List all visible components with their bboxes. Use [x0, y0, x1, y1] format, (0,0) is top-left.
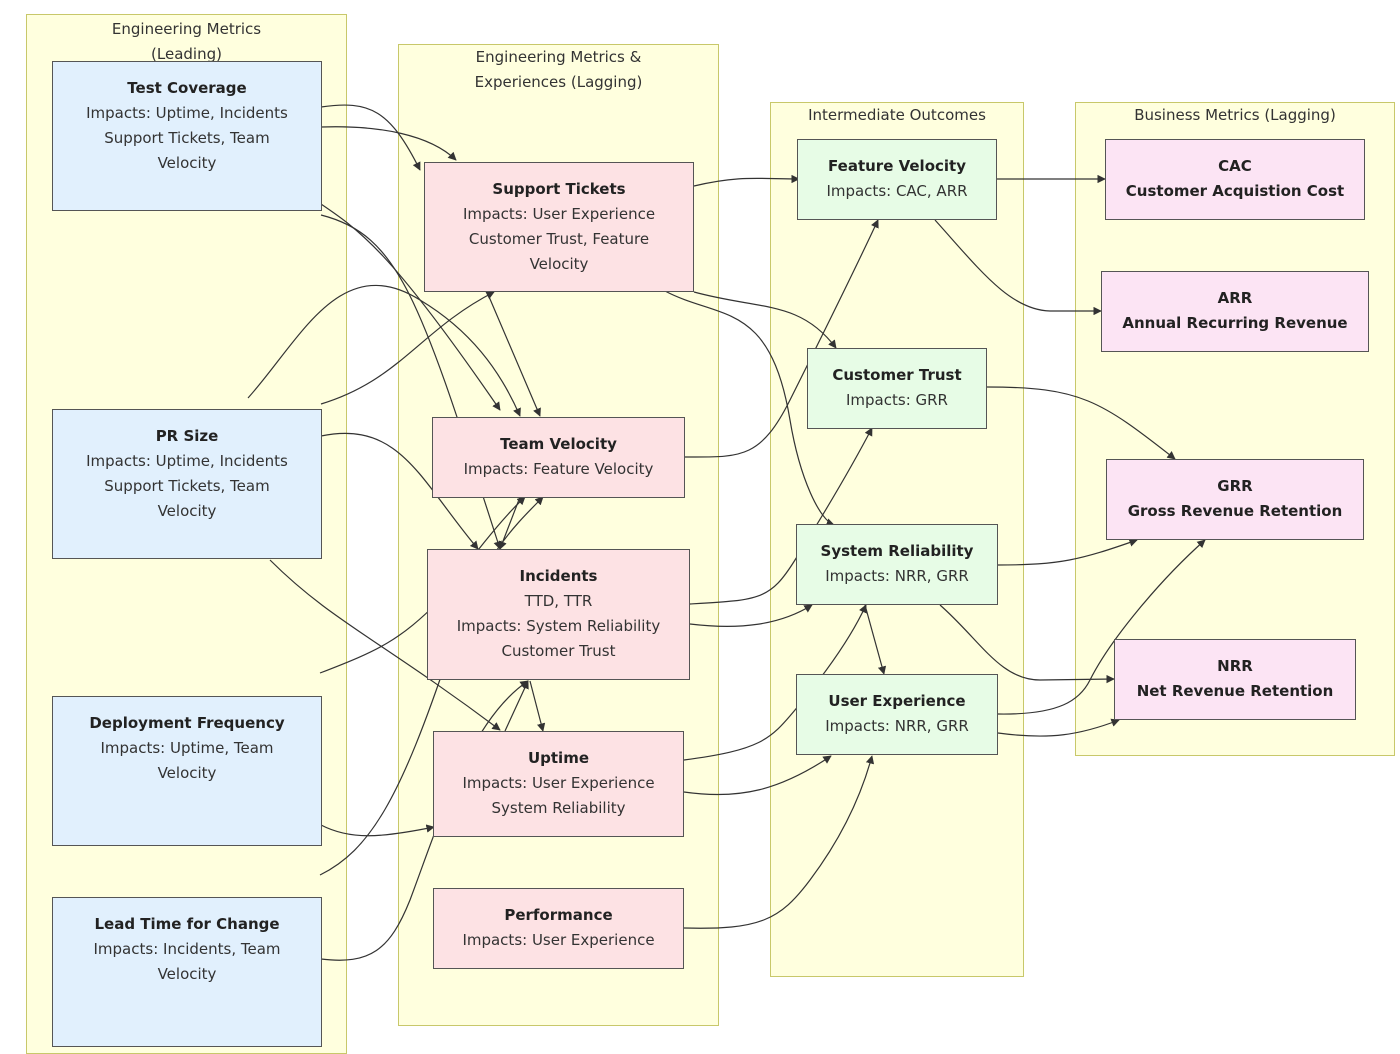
- node-title: System Reliability: [820, 542, 974, 560]
- node-desc: Impacts: NRR, GRR: [825, 567, 969, 585]
- node-grr[interactable]: GRR Gross Revenue Retention: [1106, 459, 1364, 540]
- node-nrr[interactable]: NRR Net Revenue Retention: [1114, 639, 1356, 720]
- node-support-tickets[interactable]: Support Tickets Impacts: User Experience…: [424, 162, 694, 292]
- node-title: Customer Trust: [832, 366, 962, 384]
- node-deployment-frequency[interactable]: Deployment Frequency Impacts: Uptime, Te…: [52, 696, 322, 846]
- node-desc: TTD, TTR Impacts: System Reliability Cus…: [456, 592, 661, 660]
- node-title: Performance: [504, 906, 613, 924]
- node-title: User Experience: [828, 692, 966, 710]
- node-desc: Impacts: Uptime, Incidents Support Ticke…: [86, 104, 288, 172]
- node-pr-size[interactable]: PR Size Impacts: Uptime, Incidents Suppo…: [52, 409, 322, 559]
- node-performance[interactable]: Performance Impacts: User Experience: [433, 888, 684, 969]
- node-desc: Impacts: Uptime, Team Velocity: [100, 739, 274, 782]
- node-title: Incidents: [519, 567, 598, 585]
- node-title: ARR: [1217, 289, 1253, 307]
- node-cac[interactable]: CAC Customer Acquistion Cost: [1105, 139, 1365, 220]
- node-title: Support Tickets: [492, 180, 626, 198]
- node-desc: Impacts: NRR, GRR: [825, 717, 969, 735]
- node-desc: Gross Revenue Retention: [1127, 502, 1343, 520]
- node-desc: Impacts: Incidents, Team Velocity: [93, 940, 281, 983]
- node-title: Uptime: [527, 749, 590, 767]
- node-feature-velocity[interactable]: Feature Velocity Impacts: CAC, ARR: [797, 139, 997, 220]
- cluster-title: Engineering Metrics & Experiences (Laggi…: [474, 48, 643, 91]
- node-user-experience[interactable]: User Experience Impacts: NRR, GRR: [796, 674, 998, 755]
- node-title: PR Size: [155, 427, 219, 445]
- node-title: Team Velocity: [500, 435, 617, 453]
- node-desc: Impacts: CAC, ARR: [826, 182, 968, 200]
- node-desc: Impacts: GRR: [846, 391, 948, 409]
- node-desc: Impacts: Uptime, Incidents Support Ticke…: [86, 452, 288, 520]
- node-desc: Annual Recurring Revenue: [1122, 314, 1348, 332]
- node-team-velocity[interactable]: Team Velocity Impacts: Feature Velocity: [432, 417, 685, 498]
- cluster-title: Intermediate Outcomes: [808, 106, 986, 124]
- node-customer-trust[interactable]: Customer Trust Impacts: GRR: [807, 348, 987, 429]
- node-desc: Impacts: User Experience Customer Trust,…: [462, 205, 656, 273]
- node-uptime[interactable]: Uptime Impacts: User Experience System R…: [433, 731, 684, 837]
- cluster-title: Business Metrics (Lagging): [1134, 106, 1336, 124]
- node-arr[interactable]: ARR Annual Recurring Revenue: [1101, 271, 1369, 352]
- node-lead-time-for-change[interactable]: Lead Time for Change Impacts: Incidents,…: [52, 897, 322, 1047]
- node-system-reliability[interactable]: System Reliability Impacts: NRR, GRR: [796, 524, 998, 605]
- node-test-coverage[interactable]: Test Coverage Impacts: Uptime, Incidents…: [52, 61, 322, 211]
- node-title: GRR: [1217, 477, 1253, 495]
- node-desc: Customer Acquistion Cost: [1125, 182, 1345, 200]
- node-incidents[interactable]: Incidents TTD, TTR Impacts: System Relia…: [427, 549, 690, 680]
- node-title: Lead Time for Change: [94, 915, 280, 933]
- node-desc: Impacts: Feature Velocity: [463, 460, 654, 478]
- node-title: Deployment Frequency: [89, 714, 285, 732]
- node-desc: Impacts: User Experience: [462, 931, 655, 949]
- node-title: Feature Velocity: [828, 157, 966, 175]
- cluster-title: Engineering Metrics (Leading): [111, 20, 262, 63]
- node-desc: Impacts: User Experience System Reliabil…: [462, 774, 655, 817]
- node-title: Test Coverage: [127, 79, 247, 97]
- node-desc: Net Revenue Retention: [1136, 682, 1334, 700]
- node-title: NRR: [1217, 657, 1253, 675]
- node-title: CAC: [1218, 157, 1252, 175]
